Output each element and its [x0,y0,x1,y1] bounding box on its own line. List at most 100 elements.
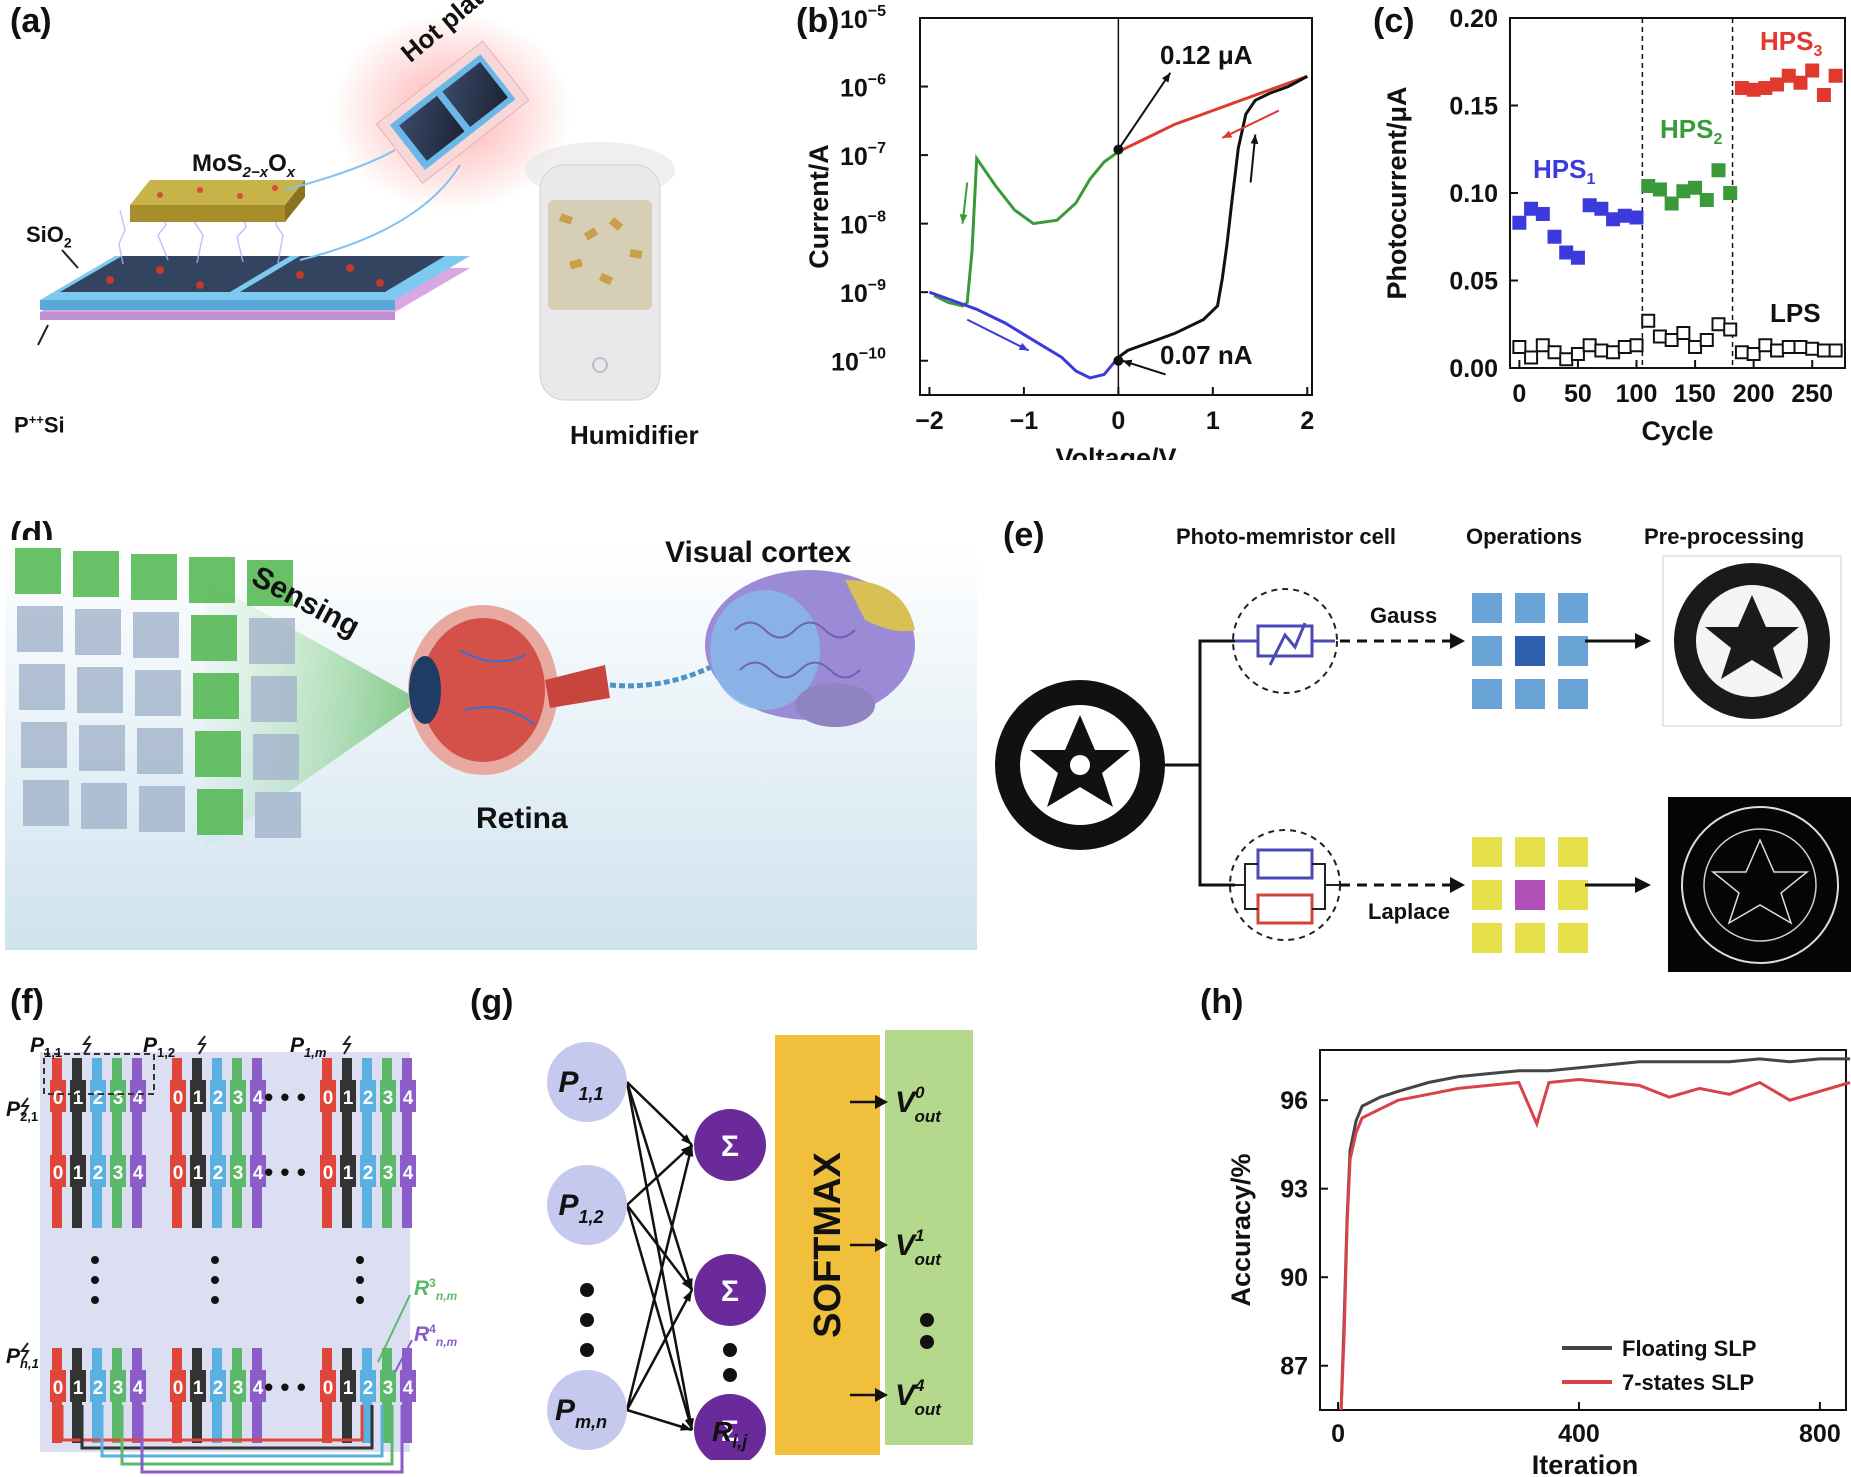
sum-node-label: Σ [721,1275,739,1308]
chart-h-legend-label: Floating SLP [1622,1336,1756,1361]
weights-label: Ri,j [712,1416,748,1452]
chart-c-point-hps3 [1828,68,1843,83]
weight-edge-head [681,1134,692,1145]
sum-ellipsis-dot [723,1368,737,1382]
memristor-cell [50,1155,66,1187]
chart-c-point-hps1 [1606,212,1621,227]
cell-digit: 1 [193,1378,204,1399]
cell-digit: 4 [253,1163,264,1184]
cell-digit: 0 [173,1088,184,1109]
chart-c-point-lps [1559,352,1574,367]
chart-c-point-lps [1781,340,1796,354]
chart-h-xtick-label: 400 [1558,1420,1600,1448]
chart-c-point-hps1 [1512,215,1527,230]
chart-c-point-lps [1617,340,1632,354]
weight-edge [626,1408,693,1432]
memristor-cell [380,1370,396,1402]
r3-label: R3n,m [414,1276,458,1304]
crossbar-dots: • • • [264,1082,306,1112]
chart-b-ytick-label: 10−6 [840,72,886,103]
chart-c-xtick-label: 250 [1791,380,1833,408]
memristor-cell [360,1155,376,1187]
pixel-cell [197,789,243,835]
chart-b-xtick-label: 0 [1111,407,1125,435]
cell-digit: 1 [73,1088,84,1109]
laplace-kernel-cell [1515,923,1545,953]
chart-c-point-hps3 [1793,75,1808,90]
pixel-cell [247,560,293,606]
chart-c-point-hps1 [1570,250,1585,265]
gauss-kernel [1472,593,1588,709]
laplace-kernel-cell [1472,923,1502,953]
cell-digit: 0 [323,1088,334,1109]
hps3-label: HPS3 [1760,26,1823,61]
memristor-cell [90,1155,106,1187]
laplace-label: Laplace [1368,899,1450,924]
chart-h-xtick-label: 800 [1799,1420,1841,1448]
cell-digit: 2 [93,1163,104,1184]
chart-c-point-hps1 [1582,198,1597,213]
visual-cortex-label: Visual cortex [665,536,852,569]
memristor-cell [190,1370,206,1402]
chart-c-point-lps [1570,347,1585,361]
laplace-result-image [1668,797,1851,972]
softmax-out-arrow-head [875,1095,888,1109]
chart-c-point-lps [1652,329,1667,344]
p11-label: P1,1 [30,1034,63,1061]
memristor-cell [360,1080,376,1112]
chart-b-xtick-label: −2 [915,407,944,435]
chart-c-point-hps1 [1629,210,1644,225]
memristor-cell [90,1370,106,1402]
weight-edge-head [680,1422,692,1431]
chart-c-ytick-label: 0.00 [1449,355,1498,383]
chart-c-point-lps [1641,313,1656,328]
memristor-cell [230,1155,246,1187]
cell-digit: 1 [73,1378,84,1399]
chart-c-point-hps3 [1781,68,1796,83]
cell-digit: 2 [213,1088,224,1109]
output-bus [140,1405,404,1474]
cell-digit: 3 [233,1163,244,1184]
memristor-cell [400,1155,416,1187]
selected-pixel-box [43,1053,155,1095]
chart-b-arrow-blue-head [1018,342,1029,351]
cell-digit: 1 [343,1163,354,1184]
p21-label: P2,1 [6,1098,39,1125]
gauss-kernel-cell [1472,679,1502,709]
memristor-cell [340,1370,356,1402]
panel-f-label: (f) [10,983,44,1021]
chart-c-ytick-label: 0.05 [1449,268,1498,296]
cell-digit: 3 [383,1088,394,1109]
chart-c-point-hps2 [1699,193,1714,207]
chart-c-point-lps [1582,338,1597,353]
chart-b-xtick-label: −1 [1010,407,1039,435]
pixel-cell [251,676,297,722]
cell-digit: 3 [113,1088,124,1109]
gauss-kernel-cell [1515,679,1545,709]
pixel-cell [255,792,301,838]
chart-c-point-lps [1734,345,1749,360]
pixel-cell [75,609,121,655]
laplace-kernel [1472,837,1588,953]
input-node [547,1042,627,1122]
crossbar-dots: • • • [264,1372,306,1402]
pixel-cell [19,664,65,710]
chart-c-point-hps2 [1652,182,1667,197]
chart-c-point-hps1 [1617,208,1632,223]
output-bus [100,1405,384,1458]
chart-b-ytick-label: 10−7 [840,140,886,171]
cell-digit: 0 [323,1163,334,1184]
cell-digit: 0 [53,1163,64,1184]
chart-b-arrow-blue [966,318,1030,352]
cell-digit: 4 [133,1088,144,1109]
chart-c-point-lps [1723,322,1738,337]
chart-b-ytick-label: 10−8 [840,209,886,240]
chart-c-point-lps [1688,340,1703,354]
chart-c-ytick-label: 0.20 [1449,5,1498,33]
input-ellipsis-dot [580,1343,594,1357]
laplace-kernel-cell [1515,837,1545,867]
cell-digit: 4 [403,1378,414,1399]
chart-c-xlabel: Cycle [1641,416,1713,446]
memristor-cell [170,1155,186,1187]
